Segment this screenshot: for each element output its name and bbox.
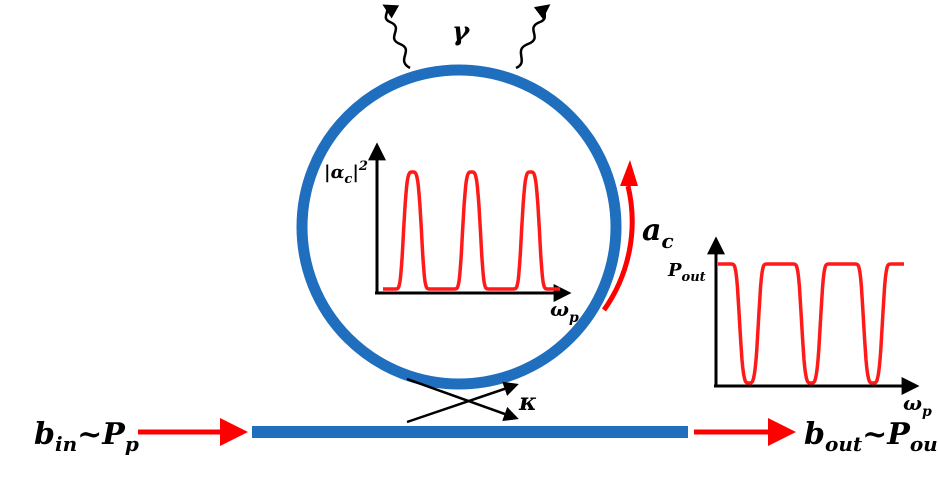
- inset-chart-dips: Pout ωp: [667, 236, 932, 420]
- circulating-field-arrowhead: [620, 160, 638, 186]
- inset-chart-peaks: |αc|2 ωp: [324, 142, 579, 326]
- circulating-field-arrow: [601, 185, 635, 312]
- coupling-cross: [406, 377, 519, 424]
- chart2-x-label: ωp: [903, 391, 932, 420]
- chart2-y-label: Pout: [667, 260, 706, 285]
- loss-wave-right: [515, 4, 551, 70]
- ring-resonator: [296, 64, 622, 390]
- a-c-label: ac: [642, 213, 674, 253]
- loss-wave-left: [382, 4, 411, 70]
- chart1-y-label: |αc|2: [324, 159, 368, 187]
- input-arrow: [138, 418, 248, 446]
- output-arrow: [694, 418, 796, 446]
- chart2-curve: [718, 262, 904, 385]
- kappa-label: κ: [518, 387, 537, 416]
- gamma-label: γ: [452, 17, 471, 47]
- b-in-label: bin~Pp: [34, 417, 139, 456]
- chart1-x-label: ωp: [550, 297, 579, 326]
- chart1-curve: [383, 170, 560, 291]
- b-out-label: bout~Pout: [804, 417, 938, 456]
